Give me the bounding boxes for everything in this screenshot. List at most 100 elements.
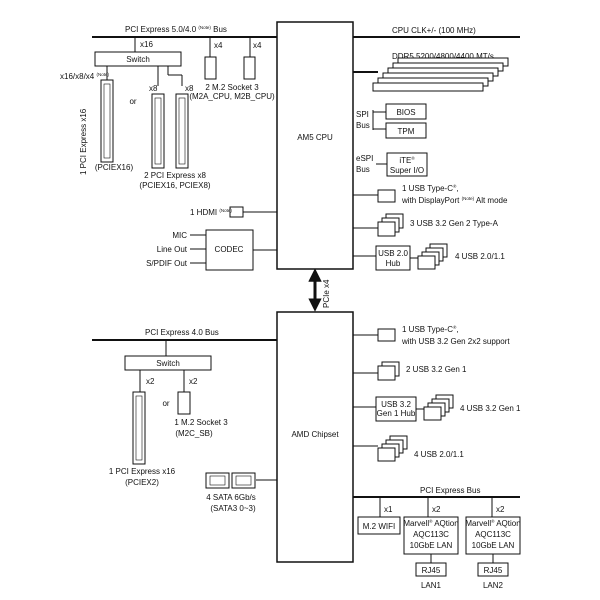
- codec-label: CODEC: [215, 245, 244, 254]
- x4-label-b: x4: [253, 41, 262, 50]
- cpu-label: AM5 CPU: [297, 133, 333, 142]
- m2-socket-b: [243, 56, 256, 80]
- bios-chip: [385, 103, 427, 120]
- usb32-hub-label-1: USB 3.2: [381, 400, 411, 409]
- slot16-label-1: 1 PCI Express x16: [79, 108, 88, 175]
- pciex8-slot-a: [151, 93, 165, 169]
- m2-cpu-label-1: 2 M.2 Socket 3: [205, 83, 259, 92]
- pcie-switch: [94, 51, 182, 67]
- espi-label: eSPI: [356, 154, 373, 163]
- chipset-pcie-bus-label: PCI Express 4.0 Bus: [145, 328, 219, 337]
- tpm-chip: [385, 122, 427, 139]
- x4-label-a: x4: [214, 41, 223, 50]
- lan2-controller-label-3: 10GbE LAN: [472, 541, 515, 550]
- m2-cpu-label-2: (M2A_CPU, M2B_CPU): [189, 92, 275, 101]
- pciex2-label-1: 1 PCI Express x16: [109, 467, 176, 476]
- line-out-label: Line Out: [157, 245, 188, 254]
- chipset-pcie-right-label: PCI Express Bus: [420, 486, 480, 495]
- usb20-hub-label-1: USB 2.0: [378, 249, 408, 258]
- lan2-controller-label-2: AQC113C: [475, 530, 511, 539]
- pciex2-slot: [132, 391, 146, 465]
- x8-label-b: x8: [185, 84, 194, 93]
- rj45-label-1: RJ45: [422, 566, 441, 575]
- super-io-label: Super I/O: [390, 166, 424, 175]
- m2c-label-2: (M2C_SB): [175, 429, 213, 438]
- ddr5-label: DDR5 5200/4800/4400 MT/s: [392, 52, 494, 61]
- chipset-switch: [124, 355, 212, 371]
- lan1-label: LAN1: [421, 581, 442, 590]
- usb20-ports-cpu: [417, 243, 448, 270]
- x2-label-a: x2: [146, 377, 155, 386]
- x2-label-d: x2: [496, 505, 505, 514]
- usb32-hub-label-2: Gen 1 Hub: [377, 409, 416, 418]
- usb-c-chipset-label-2: with USB 3.2 Gen 2x2 support: [401, 337, 510, 346]
- pciex2-label-2: (PCIEX2): [125, 478, 159, 487]
- x2-label-b: x2: [189, 377, 198, 386]
- usb-c-cpu-label-1: 1 USB Type-C®,: [402, 183, 459, 193]
- usb20-hub-label-2: Hub: [386, 259, 401, 268]
- ddr5-dimms: [372, 57, 509, 92]
- super-io-chip: [386, 152, 428, 177]
- hdmi-port: [229, 206, 244, 218]
- pcie-switch-label: Switch: [126, 55, 150, 64]
- modes-label: x16/x8/x4 (Note): [60, 72, 109, 81]
- usb20-cpu-label: 4 USB 2.0/1.1: [455, 252, 505, 261]
- mic-label: MIC: [172, 231, 187, 240]
- or-label-cpu: or: [129, 97, 136, 106]
- pciex8-slot-b: [175, 93, 189, 169]
- usb20-ports-chipset: [377, 435, 408, 462]
- m2-socket-a: [204, 56, 217, 80]
- lan1-controller-label-2: AQC113C: [413, 530, 449, 539]
- cpu-block: [276, 21, 354, 270]
- slot16-label-2: (PCIEX16): [95, 163, 134, 172]
- cpu-pcie-bus-label: PCI Express 5.0/4.0 (Note) Bus: [125, 25, 227, 34]
- lan1-controller-label-3: 10GbE LAN: [410, 541, 453, 550]
- rj45-port-2: [477, 562, 509, 577]
- hdmi-label: 1 HDMI (Note): [190, 208, 232, 217]
- m2c-label-1: 1 M.2 Socket 3: [174, 418, 228, 427]
- usb-32-gen2-label: 3 USB 3.2 Gen 2 Type-A: [410, 219, 499, 228]
- usb-32-gen1-ports-4: [423, 394, 454, 421]
- usb-c-port-chipset: [377, 328, 396, 342]
- espi-bus-label: Bus: [356, 165, 370, 174]
- tpm-label: TPM: [398, 127, 415, 136]
- chipset-block: [276, 311, 354, 563]
- or-label-chipset: or: [162, 399, 169, 408]
- cpu-clk-label: CPU CLK+/- (100 MHz): [392, 26, 476, 35]
- lan2-label: LAN2: [483, 581, 504, 590]
- slot8-label-1: 2 PCI Express x8: [144, 171, 206, 180]
- pciex16-slot: [100, 79, 114, 163]
- spi-bus-label: Bus: [356, 121, 370, 130]
- usb-c-cpu-label-2: with DisplayPort (Note) Alt mode: [401, 196, 508, 205]
- x1-label: x1: [384, 505, 393, 514]
- rj45-label-2: RJ45: [484, 566, 503, 575]
- sata-label-1: 4 SATA 6Gb/s: [206, 493, 256, 502]
- chipset-label: AMD Chipset: [291, 430, 339, 439]
- x8-label-a: x8: [149, 84, 158, 93]
- usb-c-port-cpu: [377, 189, 396, 203]
- usb-32-gen2-ports: [377, 213, 404, 237]
- ite-label: iTE®: [399, 155, 415, 165]
- spdif-label: S/PDIF Out: [146, 259, 188, 268]
- usb-32-gen1-label-4: 4 USB 3.2 Gen 1: [460, 404, 521, 413]
- sata-ports: [205, 472, 256, 489]
- m2-wifi-label: M.2 WIFI: [363, 522, 395, 531]
- usb-c-chipset-label-1: 1 USB Type-C®,: [402, 324, 459, 334]
- chipset-switch-label: Switch: [156, 359, 180, 368]
- usb20-chipset-label: 4 USB 2.0/1.1: [414, 450, 464, 459]
- spi-label: SPI: [356, 110, 369, 119]
- m2-wifi-slot: [357, 516, 401, 535]
- pcie-x4-label: PCIe x4: [322, 279, 331, 308]
- bios-label: BIOS: [396, 108, 415, 117]
- usb-32-gen1-label-2: 2 USB 3.2 Gen 1: [406, 365, 467, 374]
- x2-label-c: x2: [432, 505, 441, 514]
- usb-32-gen1-ports-2: [377, 361, 400, 381]
- sata-label-2: (SATA3 0~3): [210, 504, 256, 513]
- slot8-label-2: (PCIEX16, PCIEX8): [139, 181, 210, 190]
- lan2-controller-label-1: Marvell® AQtion: [465, 518, 520, 528]
- lan1-controller-label-1: Marvell® AQtion: [403, 518, 458, 528]
- x16-label: x16: [140, 40, 153, 49]
- rj45-port-1: [415, 562, 447, 577]
- m2-socket-c: [177, 391, 191, 415]
